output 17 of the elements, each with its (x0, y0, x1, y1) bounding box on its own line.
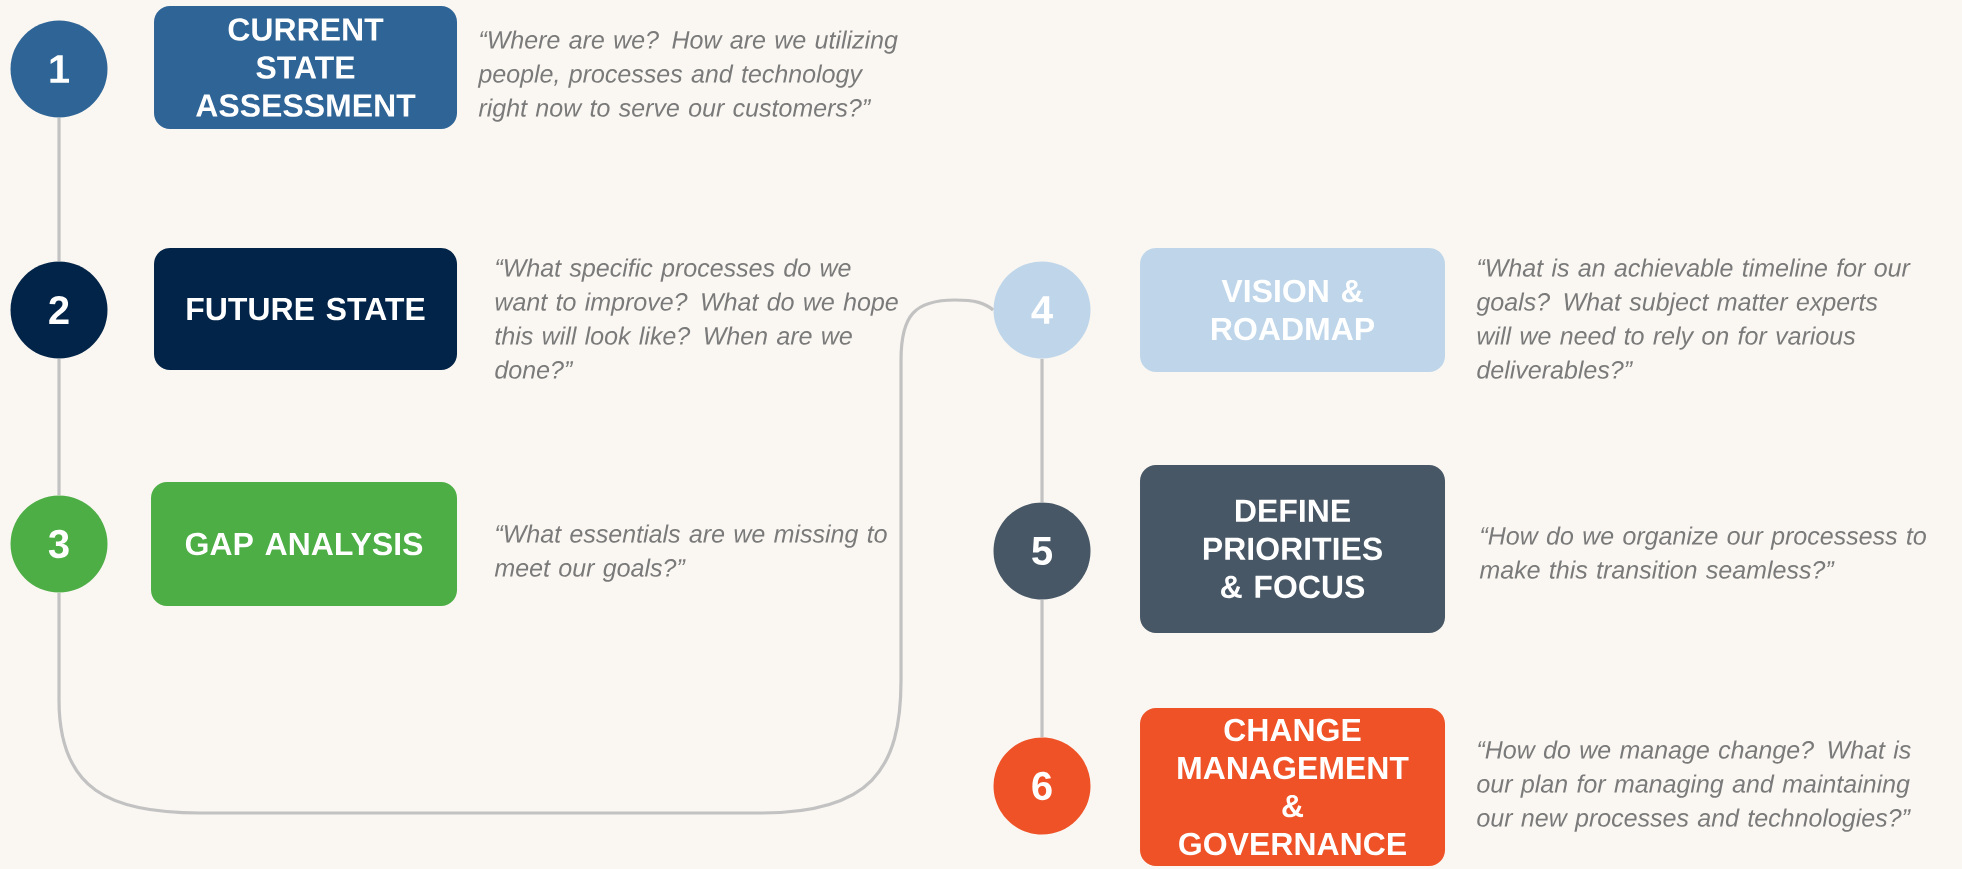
connector-line (57, 358, 61, 496)
step-box: CURRENT STATE ASSESSMENT (154, 6, 457, 129)
quote-text: “What is an achievable timeline for our goals? What subject matter experts will we need to rely on for various deliverables?” (1476, 258, 1911, 379)
step-box: VISION & ROADMAP (1140, 248, 1445, 372)
step-box: GAP ANALYSIS (151, 482, 457, 606)
quote-text: “How do we organize our processess to make this transition seamless?” (1479, 526, 1926, 579)
connector-line (1040, 599, 1044, 738)
step-box: CHANGE MANAGEMENT & GOVERNANCE (1140, 708, 1445, 866)
quote-text: “What specific processes do we want to improve? What do we hope this will look like? When are we done?” (495, 258, 898, 379)
quote-text: “What essentials are we missing to meet our goals?” (494, 524, 887, 582)
quote-text: “How do we manage change? What is our plan for managing and maintaining our new processes and technologies?” (1477, 740, 1911, 832)
quote-text: “Where are we? How are we utilizing people, processes and technology right now to serve our customers?” (477, 30, 898, 122)
step-box: FUTURE STATE (154, 248, 457, 370)
step-box: DEFINE PRIORITIES & FOCUS (1140, 465, 1445, 633)
connector-line (57, 117, 61, 262)
connector-line (1040, 358, 1044, 503)
connector-line (57, 298, 994, 815)
